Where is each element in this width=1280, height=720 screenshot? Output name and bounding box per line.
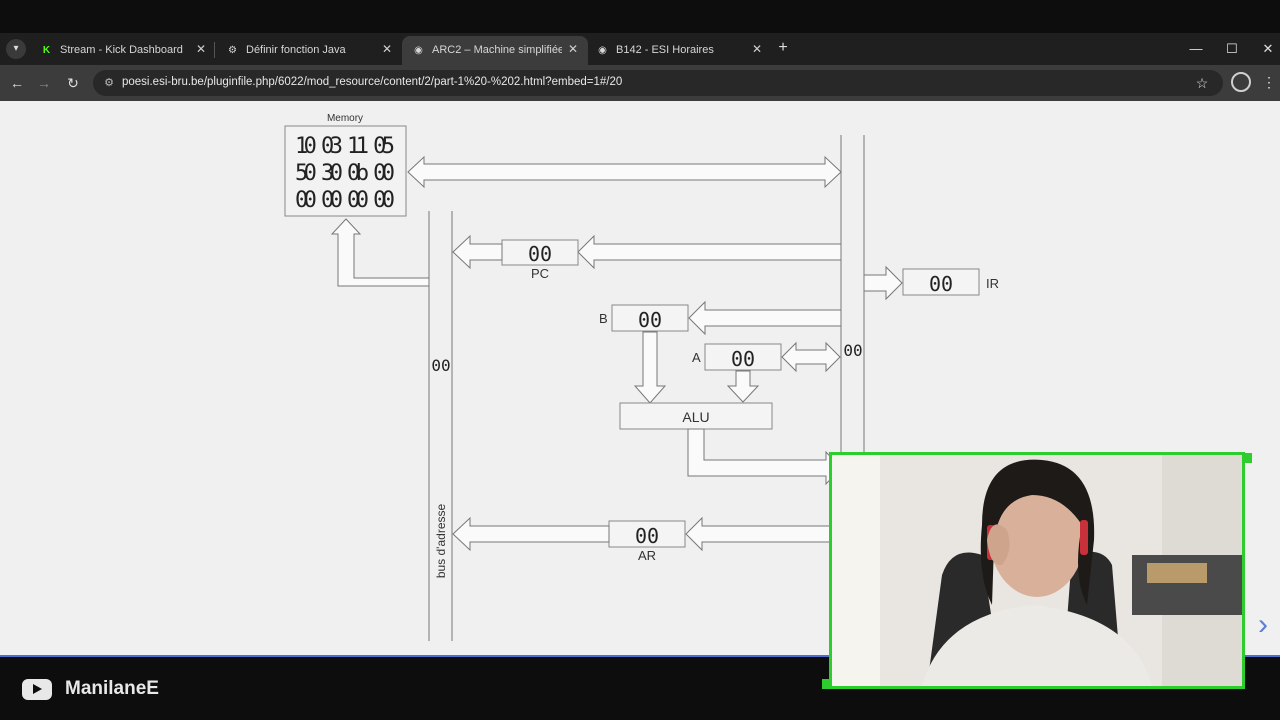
tab-esi-horaires[interactable]: ◉ B142 - ESI Horaires ✕ [586,36,772,65]
tab-kick-dashboard[interactable]: K Stream - Kick Dashboard ✕ [30,36,216,65]
ir-value: 00 [929,272,953,296]
maximize-button[interactable]: ☐ [1226,41,1238,56]
b-register [611,304,689,332]
close-icon[interactable]: ✕ [195,42,207,56]
b-value: 00 [638,308,662,332]
databus-b-arrow [688,300,842,336]
pc-label: PC [531,266,549,281]
b-label: B [599,311,608,326]
stream-top-bar [0,0,1280,33]
alu-label: ALU [682,409,709,425]
addressbus-memory-arrow [330,218,430,287]
ar-label: AR [638,548,656,563]
kick-icon: K [42,45,51,56]
a-value: 00 [731,347,755,371]
pc-addressbus-arrow [452,234,503,270]
webcam-overlay [829,452,1245,689]
address-bus-label: bus d'adresse [434,504,448,579]
menu-icon[interactable]: ⋮ [1262,74,1276,90]
channel-name: ManilaneE [65,678,159,699]
reload-button[interactable]: ↻ [67,75,79,91]
forward-button[interactable]: → [37,75,51,91]
back-button[interactable]: ← [10,75,24,91]
tab-title: Définir fonction Java [246,44,346,56]
databus-pc-arrow [577,234,842,270]
a-databus-arrow [781,341,841,373]
memory-databus-arrow [407,155,842,189]
b-alu-arrow [633,331,667,404]
memory-row-1: 10 03 11 05 [295,134,395,159]
bookmark-star-icon[interactable]: ☆ [1195,75,1209,91]
close-icon[interactable]: ✕ [381,42,393,56]
tab-java-function[interactable]: ⚙ Définir fonction Java ✕ [216,36,402,65]
ar-addressbus-arrow [452,516,610,552]
youtube-icon [22,679,52,700]
profile-icon[interactable] [1231,72,1251,92]
memory-row-2: 50 30 0b 00 [295,161,395,186]
ar-value: 00 [635,524,659,548]
databus-ir-arrow [863,265,903,301]
webcam-corner-marker [1242,453,1252,463]
databus-ar-arrow [685,516,842,552]
ir-register [902,268,980,296]
close-window-button[interactable]: ✕ [1262,41,1274,56]
chatgpt-icon: ⚙ [228,45,237,56]
new-tab-button[interactable]: + [778,39,788,56]
content-bottom-border [0,655,1280,657]
cpu-diagram: Memory 10 03 11 05 50 30 0b 00 00 00 00 … [284,113,999,656]
tab-search-button[interactable]: ▾ [6,39,26,59]
tab-separator [214,42,215,58]
data-bus-value: 00 [843,341,862,360]
memory-box [284,125,407,217]
alu-databus-arrow [687,428,842,486]
memory-label: Memory [327,113,363,124]
address-bar[interactable]: ⚙ poesi.esi-bru.be/pluginfile.php/6022/m… [93,70,1223,96]
alu-box [619,402,773,430]
webcam-feed [832,455,1242,686]
pc-register [501,239,579,266]
address-bus-value: 00 [431,356,450,375]
a-alu-arrow [726,370,760,403]
browser-tab-strip: ▾ K Stream - Kick Dashboard ✕ ⚙ Définir … [0,33,1280,65]
webcam-corner-marker [822,679,832,689]
site-info-icon[interactable]: ⚙ [104,77,114,89]
browser-toolbar: ← → ↻ ⚙ poesi.esi-bru.be/pluginfile.php/… [0,65,1280,101]
a-register [704,343,782,371]
next-slide-arrow-icon[interactable]: › [1258,608,1268,641]
page-content: Memory 10 03 11 05 50 30 0b 00 00 00 00 … [0,101,1280,656]
close-icon[interactable]: ✕ [751,42,763,56]
close-icon[interactable]: ✕ [567,42,579,56]
tab-title: B142 - ESI Horaires [616,44,714,56]
ir-label: IR [986,276,999,291]
globe-icon: ◉ [414,45,423,56]
a-label: A [692,350,701,365]
tab-arc2-machine[interactable]: ◉ ARC2 – Machine simplifiée ✕ [402,36,588,65]
minimize-button[interactable]: — [1189,41,1203,56]
tab-title: Stream - Kick Dashboard [60,44,183,56]
globe-icon: ◉ [598,45,607,56]
memory-row-3: 00 00 00 00 [295,188,395,213]
address-bar-url[interactable]: poesi.esi-bru.be/pluginfile.php/6022/mod… [122,76,623,88]
pc-value: 00 [528,242,552,266]
tab-title: ARC2 – Machine simplifiée [432,44,562,56]
